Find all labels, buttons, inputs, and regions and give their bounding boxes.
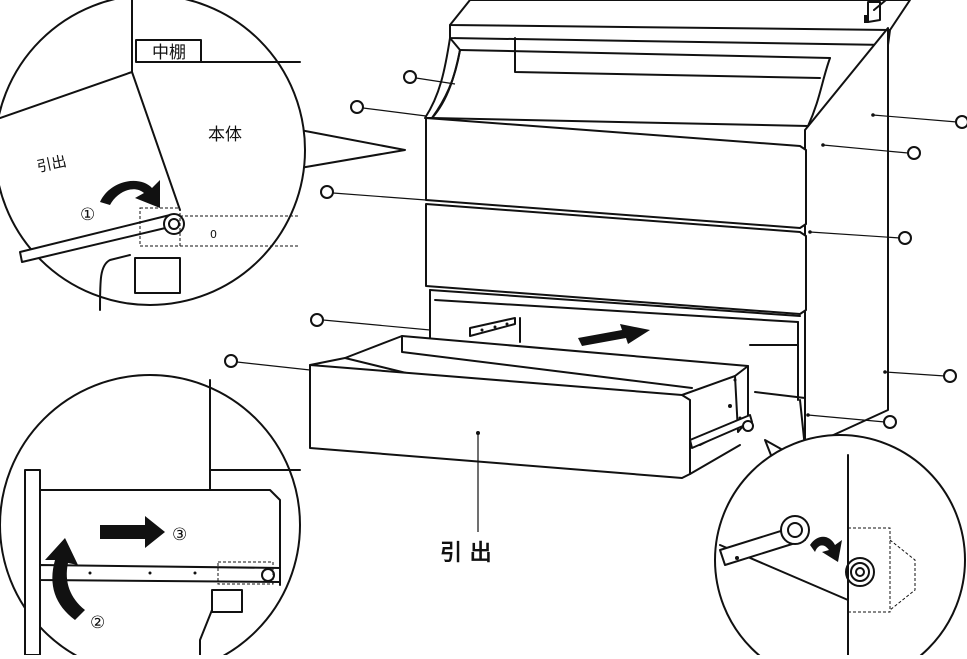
label-hikidashi-detail: 引出: [35, 152, 68, 176]
label-naka-tana: 中棚: [152, 43, 186, 63]
label-hontai: 本体: [208, 125, 242, 145]
cabinet-body: [424, 0, 911, 449]
step-3-label: ③: [172, 525, 187, 545]
label-hikidashi-main: 引 出: [440, 541, 492, 566]
detail-circle-3: [714, 434, 966, 659]
callout-leaders: [236, 77, 958, 532]
step-1-label: ①: [80, 205, 95, 225]
insert-arrow: [578, 324, 650, 346]
callout-circles: [224, 70, 967, 429]
detail-circle-1: 中棚 本体 引出 ① 0: [0, 0, 406, 311]
small-curved-arrow-icon: [810, 536, 842, 562]
drawer-front-2: [425, 203, 807, 315]
drawer-pulled-out: [309, 335, 754, 479]
curved-arrow-icon: [100, 180, 160, 208]
detail-circle-2: ③ ②: [0, 374, 301, 659]
step-2-label: ②: [90, 613, 105, 633]
right-arrow-icon: [100, 516, 165, 548]
zero-mark: 0: [210, 228, 217, 241]
curved-arrow-up-icon: [45, 538, 85, 620]
